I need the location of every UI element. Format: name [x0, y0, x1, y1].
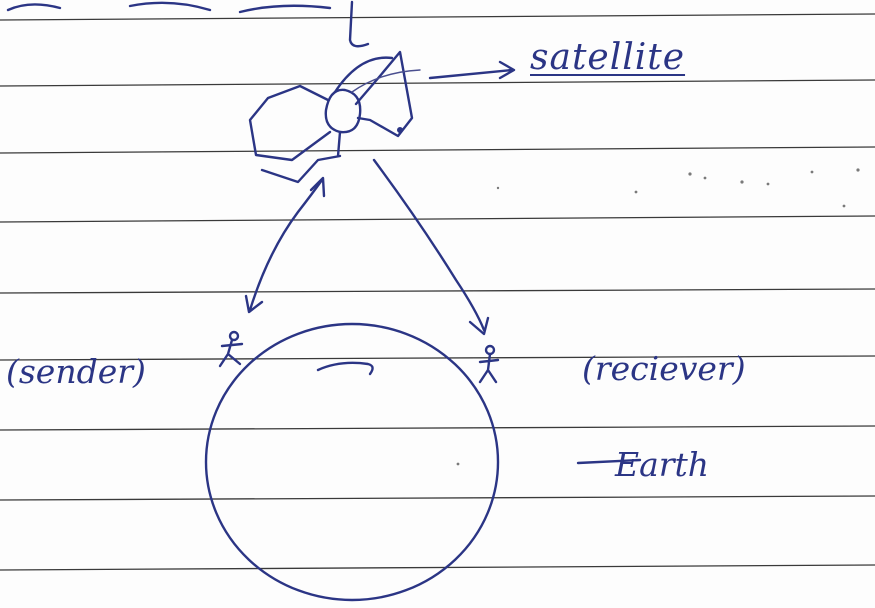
downlink-arrow [372, 158, 490, 336]
satellite-drawing [248, 50, 421, 184]
receiver-figure [478, 344, 500, 384]
satellite-label: satellite [530, 37, 686, 78]
satellite-antenna-line [351, 69, 421, 93]
earth-circle [204, 322, 500, 602]
receiver-label: (reciever) [582, 349, 746, 388]
satellite-tail [260, 130, 342, 184]
right-solar-panel [354, 50, 414, 138]
earth-label: Earth [615, 445, 710, 484]
earth-label-pointer [576, 458, 642, 465]
sender-label: (sender) [6, 352, 146, 391]
ruled-lines [0, 13, 875, 571]
satellite-pointer-arrow [428, 60, 516, 80]
satellite-body [324, 88, 362, 134]
left-solar-panel [248, 84, 332, 162]
earth-top-arc [316, 361, 374, 376]
satellite-node [397, 127, 403, 133]
uplink-arrow [244, 176, 326, 314]
satellite-antenna [333, 56, 394, 94]
sender-figure [218, 330, 244, 368]
cut-off-handwriting [6, 0, 370, 48]
paper-speckles [456, 168, 860, 466]
